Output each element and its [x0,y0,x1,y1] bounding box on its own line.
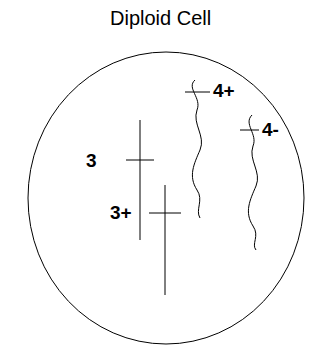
gene-tick [126,160,154,161]
diagram-title: Diploid Cell [110,8,211,28]
chromosome-line [165,185,166,295]
chromosome-line [192,80,201,218]
chromosome-label: 3+ [110,203,132,222]
cell-outline [28,52,304,344]
chromosome-line [140,120,141,240]
chromosome-line [248,115,257,250]
gene-tick [185,92,210,93]
gene-tick [149,213,181,214]
gene-tick [240,130,259,131]
chromosome-label: 3 [86,151,97,170]
chromosome-label: 4- [262,120,279,139]
chromosome-label: 4+ [213,81,235,100]
